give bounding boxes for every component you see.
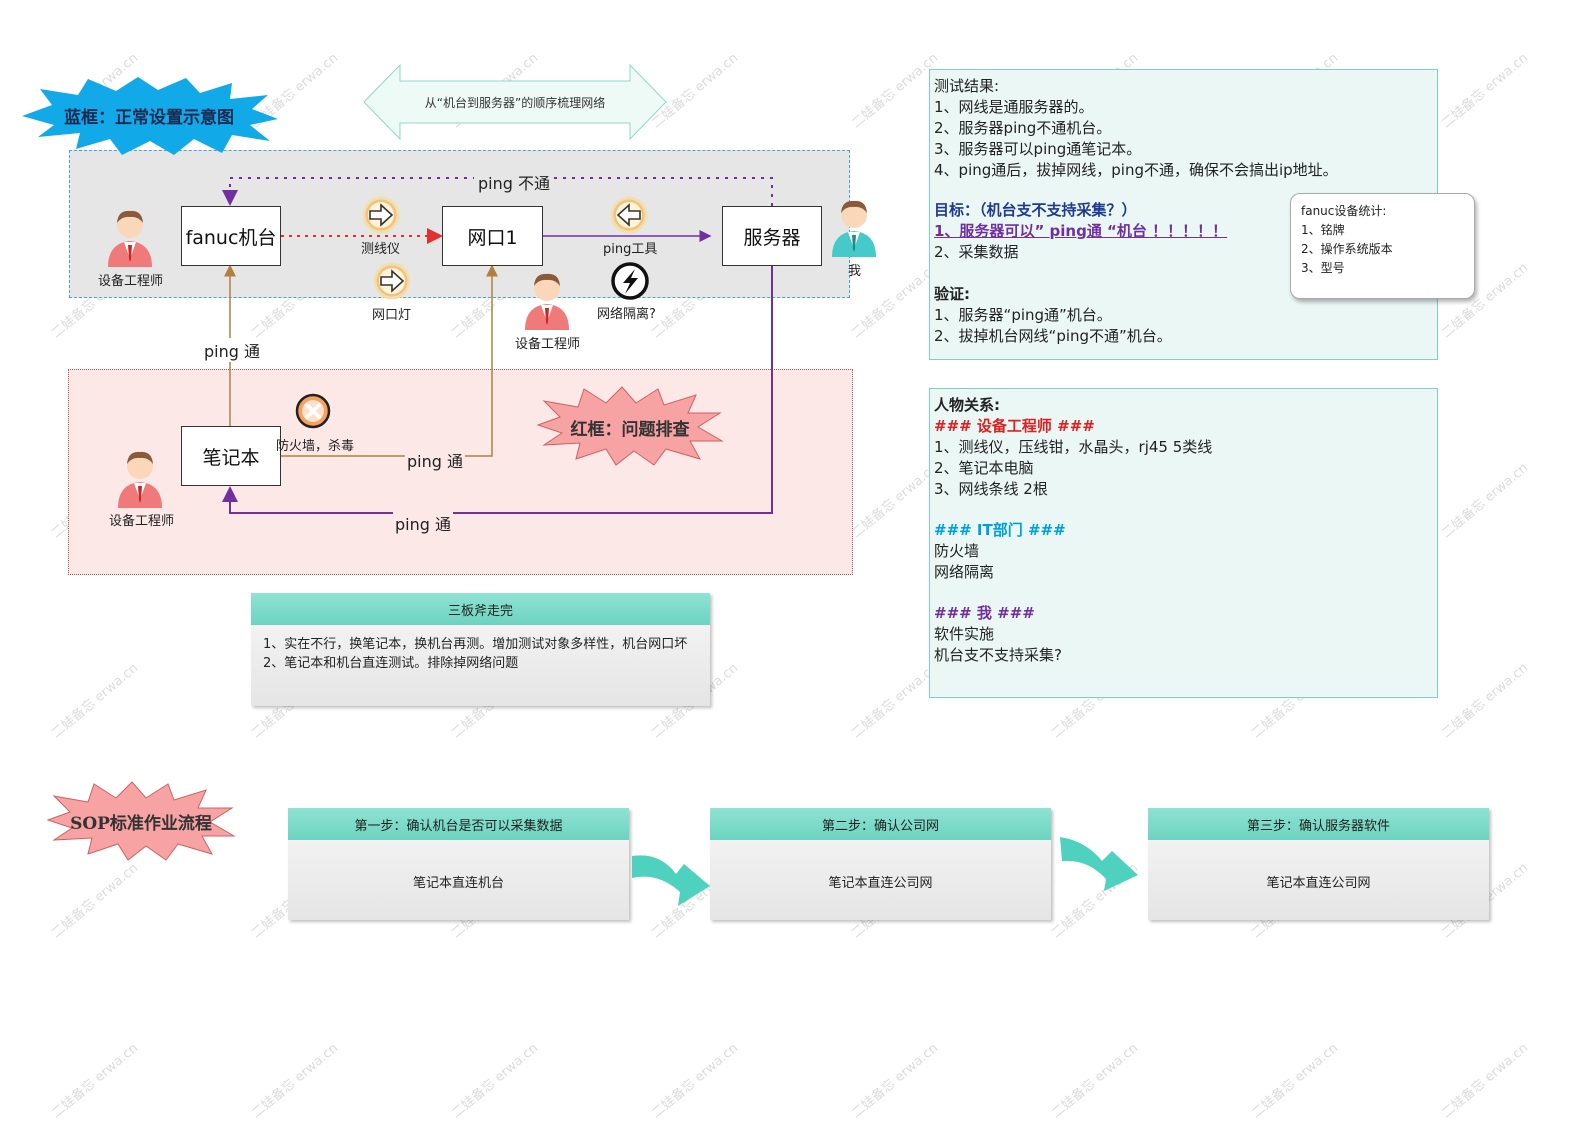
ping-ok-label-fanuc: ping 通 [202,338,262,362]
ping-ok-label-server: ping 通 [393,511,453,535]
engineer-avatar-icon [114,446,166,510]
server-laptop-line [222,266,773,514]
red-box-legend: 红框：问题排查 [536,385,724,467]
tester-label: 测线仪 [361,242,401,257]
blue-burst-shape [22,77,278,155]
curved-arrow-icon [1058,833,1140,895]
red-burst-shape [536,386,724,466]
blue-box-legend: 蓝框：正常设置示意图 [18,75,280,157]
engineer-heading: ### 设备工程师 ### [934,417,1095,435]
red-box-legend-label: 红框：问题排查 [570,420,690,440]
watermark-text: 二娃备忘 erwa.cn [849,660,942,742]
verify-item: 2、拔掉机台网线“ping不通”机台。 [934,327,1172,345]
port-light-arrow-icon [373,262,411,300]
laptop-port-line [281,264,498,457]
port-node: 网口1 [442,206,543,266]
verify-heading: 验证: [934,285,970,303]
order-arrow-label: 从“机台到服务器”的顺序梳理网络 [424,96,606,110]
watermark-text: 二娃备忘 erwa.cn [249,1040,342,1122]
tip-card-title: 三板斧走完 [251,593,710,625]
goal-item-primary: 1、服务器可以” ping通 “机台 ！！！！！ [934,222,1228,240]
watermark-text: 二娃备忘 erwa.cn [1439,660,1532,742]
roles-panel: 人物关系: ### 设备工程师 ### 1、测线仪，压线钳，水晶头，rj45 5… [929,388,1438,698]
ping-tool-arrow-icon [610,196,648,234]
tester-arrow-icon [362,196,400,234]
me-heading: ### 我 ### [934,604,1035,622]
stats-item: 2、操作系统版本 [1301,242,1393,256]
sop-step-card: 第三步：确认服务器软件 笔记本直连公司网 [1148,808,1489,920]
watermark-text: 二娃备忘 erwa.cn [49,660,142,742]
sop-step-card: 第一步：确认机台是否可以采集数据 笔记本直连机台 [288,808,629,920]
ping-fail-label: ping 不通 [474,170,554,194]
sop-step-title: 第一步：确认机台是否可以采集数据 [288,808,629,840]
watermark-text: 二娃备忘 erwa.cn [849,1040,942,1122]
fanuc-node: fanuc机台 [181,206,281,266]
watermark-text: 二娃备忘 erwa.cn [1439,1040,1532,1122]
watermark-text: 二娃备忘 erwa.cn [849,50,942,132]
tip-card: 三板斧走完 1、实在不行，换笔记本，换机台再测。增加测试对象多样性，机台网口坏 … [251,593,710,706]
engineer-item: 3、网线条线 2根 [934,480,1048,498]
port-light-label: 网口灯 [372,308,412,323]
tip-card-line: 1、实在不行，换笔记本，换机台再测。增加测试对象多样性，机台网口坏 [263,637,688,652]
sop-step-body: 笔记本直连机台 [412,876,504,891]
engineer-item: 1、测线仪，压线钳，水晶头，rj45 5类线 [934,438,1213,456]
me-item: 机台支不支持采集? [934,646,1062,664]
ping-ok-label-port: ping 通 [405,448,465,472]
order-arrow: 从“机台到服务器”的顺序梳理网络 [362,63,668,141]
sop-step-body: 笔记本直连公司网 [1266,876,1371,891]
stats-item: 1、铭牌 [1301,223,1345,237]
result-item: 3、服务器可以ping通笔记本。 [934,140,1142,158]
sop-step-body: 笔记本直连公司网 [828,876,933,891]
firewall-label: 防火墙，杀毒 [276,439,355,454]
engineer-label-middle: 设备工程师 [515,337,581,352]
sop-step-title: 第三步：确认服务器软件 [1148,808,1489,840]
sop-burst-shape [46,781,236,861]
results-heading: 测试结果: [934,77,1000,95]
sop-legend: SOP标准作业流程 [46,780,236,862]
watermark-text: 二娃备忘 erwa.cn [1049,1040,1142,1122]
me-avatar-icon [828,195,880,259]
goal-heading: 目标：（机台支不支持采集？） [934,201,1137,219]
goal-item: 2、采集数据 [934,243,1019,261]
order-arrow-shape [363,63,667,141]
watermark-text: 二娃备忘 erwa.cn [1439,460,1532,542]
roles-heading: 人物关系: [934,396,1000,414]
result-item: 1、网线是通服务器的。 [934,98,1094,116]
engineer-avatar-icon [521,268,573,332]
curved-arrow-icon [630,848,712,910]
it-item: 防火墙 [934,542,980,560]
blue-box-legend-label: 蓝框：正常设置示意图 [64,108,234,128]
server-node: 服务器 [722,206,822,266]
lightning-icon [610,261,650,301]
sop-step-card: 第二步：确认公司网 笔记本直连公司网 [710,808,1051,920]
engineer-avatar-icon [104,205,156,269]
result-item: 4、ping通后，拔掉网线，ping不通，确保不会搞出ip地址。 [934,161,1338,179]
verify-item: 1、服务器“ping通”机台。 [934,306,1112,324]
tip-card-line: 2、笔记本和机台直连测试。排除掉网络问题 [263,656,519,671]
watermark-text: 二娃备忘 erwa.cn [49,1040,142,1122]
laptop-node: 笔记本 [181,426,281,486]
engineer-item: 2、笔记本电脑 [934,459,1034,477]
me-label: 我 [848,264,862,279]
sop-legend-label: SOP标准作业流程 [70,814,212,834]
watermark-text: 二娃备忘 erwa.cn [49,860,142,942]
engineer-label-bottom: 设备工程师 [109,514,175,529]
stats-item: 3、型号 [1301,261,1345,275]
watermark-text: 二娃备忘 erwa.cn [849,460,942,542]
it-heading: ### IT部门 ### [934,521,1066,539]
isolation-label: 网络隔离? [597,307,656,322]
engineer-label-top: 设备工程师 [98,274,164,289]
watermark-text: 二娃备忘 erwa.cn [649,1040,742,1122]
blocked-icon [294,392,332,430]
it-item: 网络隔离 [934,563,995,581]
watermark-text: 二娃备忘 erwa.cn [449,1040,542,1122]
result-item: 2、服务器ping不通机台。 [934,119,1112,137]
sop-step-title: 第二步：确认公司网 [710,808,1051,840]
watermark-text: 二娃备忘 erwa.cn [1439,50,1532,132]
stats-title: fanuc设备统计: [1301,204,1387,218]
watermark-text: 二娃备忘 erwa.cn [1249,1040,1342,1122]
ping-tool-label: ping工具 [603,242,658,257]
me-item: 软件实施 [934,625,995,643]
fanuc-stats-card: fanuc设备统计: 1、铭牌 2、操作系统版本 3、型号 [1290,193,1475,299]
